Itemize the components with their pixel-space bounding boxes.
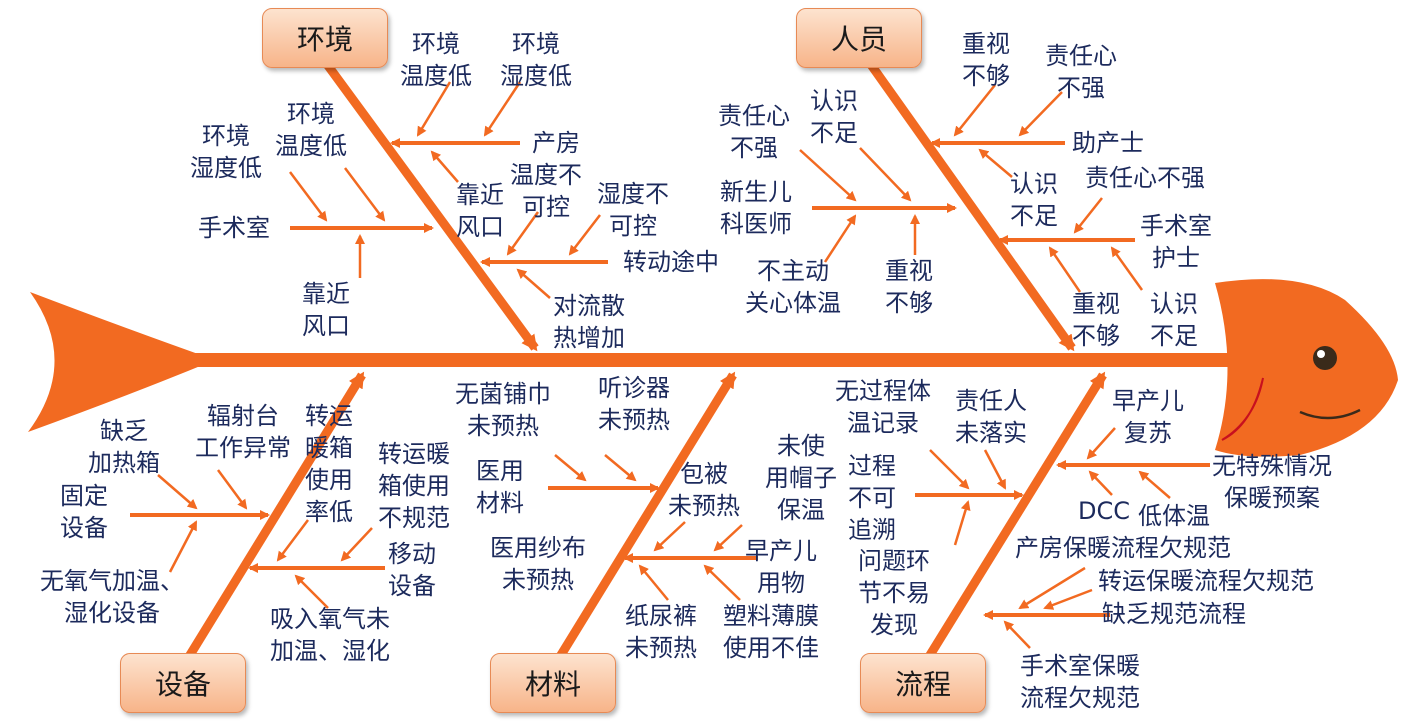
cause-label: 早产儿 复苏	[1112, 387, 1184, 447]
cause-label: 靠近 风口	[302, 280, 350, 340]
cause-label: 对流散 热增加	[553, 292, 625, 352]
fish-tail	[28, 292, 215, 432]
cause-label: 责任心 不强	[718, 102, 790, 162]
cause-label: 纸尿裤 未预热	[625, 602, 697, 662]
cause-label: 包被 未预热	[668, 460, 740, 520]
cause-label: 责任心 不强	[1045, 42, 1117, 102]
cause-label: 认识 不足	[810, 87, 858, 147]
cause-label: 听诊器 未预热	[598, 374, 670, 434]
fish-eye	[1313, 346, 1337, 370]
cause-label: 无过程体 温记录	[835, 377, 931, 437]
cause-label: 固定 设备	[60, 482, 108, 542]
cause-label: 过程 不可 追溯	[848, 452, 896, 544]
cause-label: 医用纱布 未预热	[490, 534, 586, 594]
category-people: 人员	[796, 8, 922, 68]
cause-label: 无氧气加温、 湿化设备	[40, 567, 184, 627]
cause-label: 湿度不 可控	[597, 180, 669, 240]
cause-label: 转运保暖流程欠规范	[1098, 567, 1314, 595]
category-process: 流程	[860, 653, 986, 713]
cause-label: 认识 不足	[1150, 290, 1198, 350]
cause-label: 移动 设备	[388, 540, 436, 600]
cause-label: 靠近 风口	[456, 181, 504, 241]
cause-label: 助产士	[1072, 129, 1144, 157]
cause-label: 无菌铺巾 未预热	[455, 380, 551, 440]
cause-label: 缺乏 加热箱	[88, 417, 160, 477]
cause-label: 环境 温度低	[400, 30, 472, 90]
category-equipment: 设备	[120, 653, 246, 713]
cause-label: 责任人 未落实	[955, 387, 1027, 447]
cause-label: 环境 湿度低	[190, 122, 262, 182]
cause-label: 缺乏规范流程	[1102, 600, 1246, 628]
cause-label: 手术室保暖 流程欠规范	[1020, 652, 1140, 712]
cause-label: 责任心不强	[1085, 164, 1205, 192]
cause-label: 塑料薄膜 使用不佳	[723, 602, 819, 662]
cause-label: 辐射台 工作异常	[195, 402, 291, 462]
fish-spine	[185, 353, 1245, 367]
cause-label: 环境 湿度低	[500, 30, 572, 90]
cause-label: 问题环 节不易 发现	[858, 547, 930, 639]
cause-label: 低体温	[1138, 502, 1210, 530]
cause-label: 转运暖 箱使用 不规范	[378, 440, 450, 532]
cause-label: 重视 不够	[962, 30, 1010, 90]
cause-label: 产房	[532, 129, 580, 157]
category-materials: 材料	[490, 653, 616, 713]
cause-label: 环境 温度低	[275, 100, 347, 160]
cause-label: 新生儿 科医师	[720, 178, 792, 238]
cause-label: 产房保暖流程欠规范	[1015, 534, 1231, 562]
cause-label: 重视 不够	[885, 257, 933, 317]
cause-label: 未使 用帽子 保温	[765, 432, 837, 524]
cause-label: DCC	[1078, 497, 1130, 525]
cause-label: 吸入氧气未 加温、湿化	[270, 605, 390, 665]
category-environment: 环境	[262, 8, 388, 68]
cause-label: 早产儿 用物	[745, 537, 817, 597]
fish-mouth	[1221, 377, 1264, 441]
cause-label: 手术室	[198, 214, 270, 242]
cause-label: 温度不 可控	[510, 161, 582, 221]
cause-label: 手术室 护士	[1140, 212, 1212, 272]
cause-label: 转动途中	[623, 248, 719, 276]
cause-label: 不主动 关心体温	[745, 257, 841, 317]
cause-label: 重视 不够	[1072, 290, 1120, 350]
fish-head	[1215, 279, 1398, 457]
cause-label: 认识 不足	[1010, 170, 1058, 230]
cause-label: 无特殊情况 保暖预案	[1212, 452, 1332, 512]
cause-label: 转运 暖箱 使用 率低	[305, 402, 353, 526]
cause-label: 医用 材料	[476, 457, 524, 517]
